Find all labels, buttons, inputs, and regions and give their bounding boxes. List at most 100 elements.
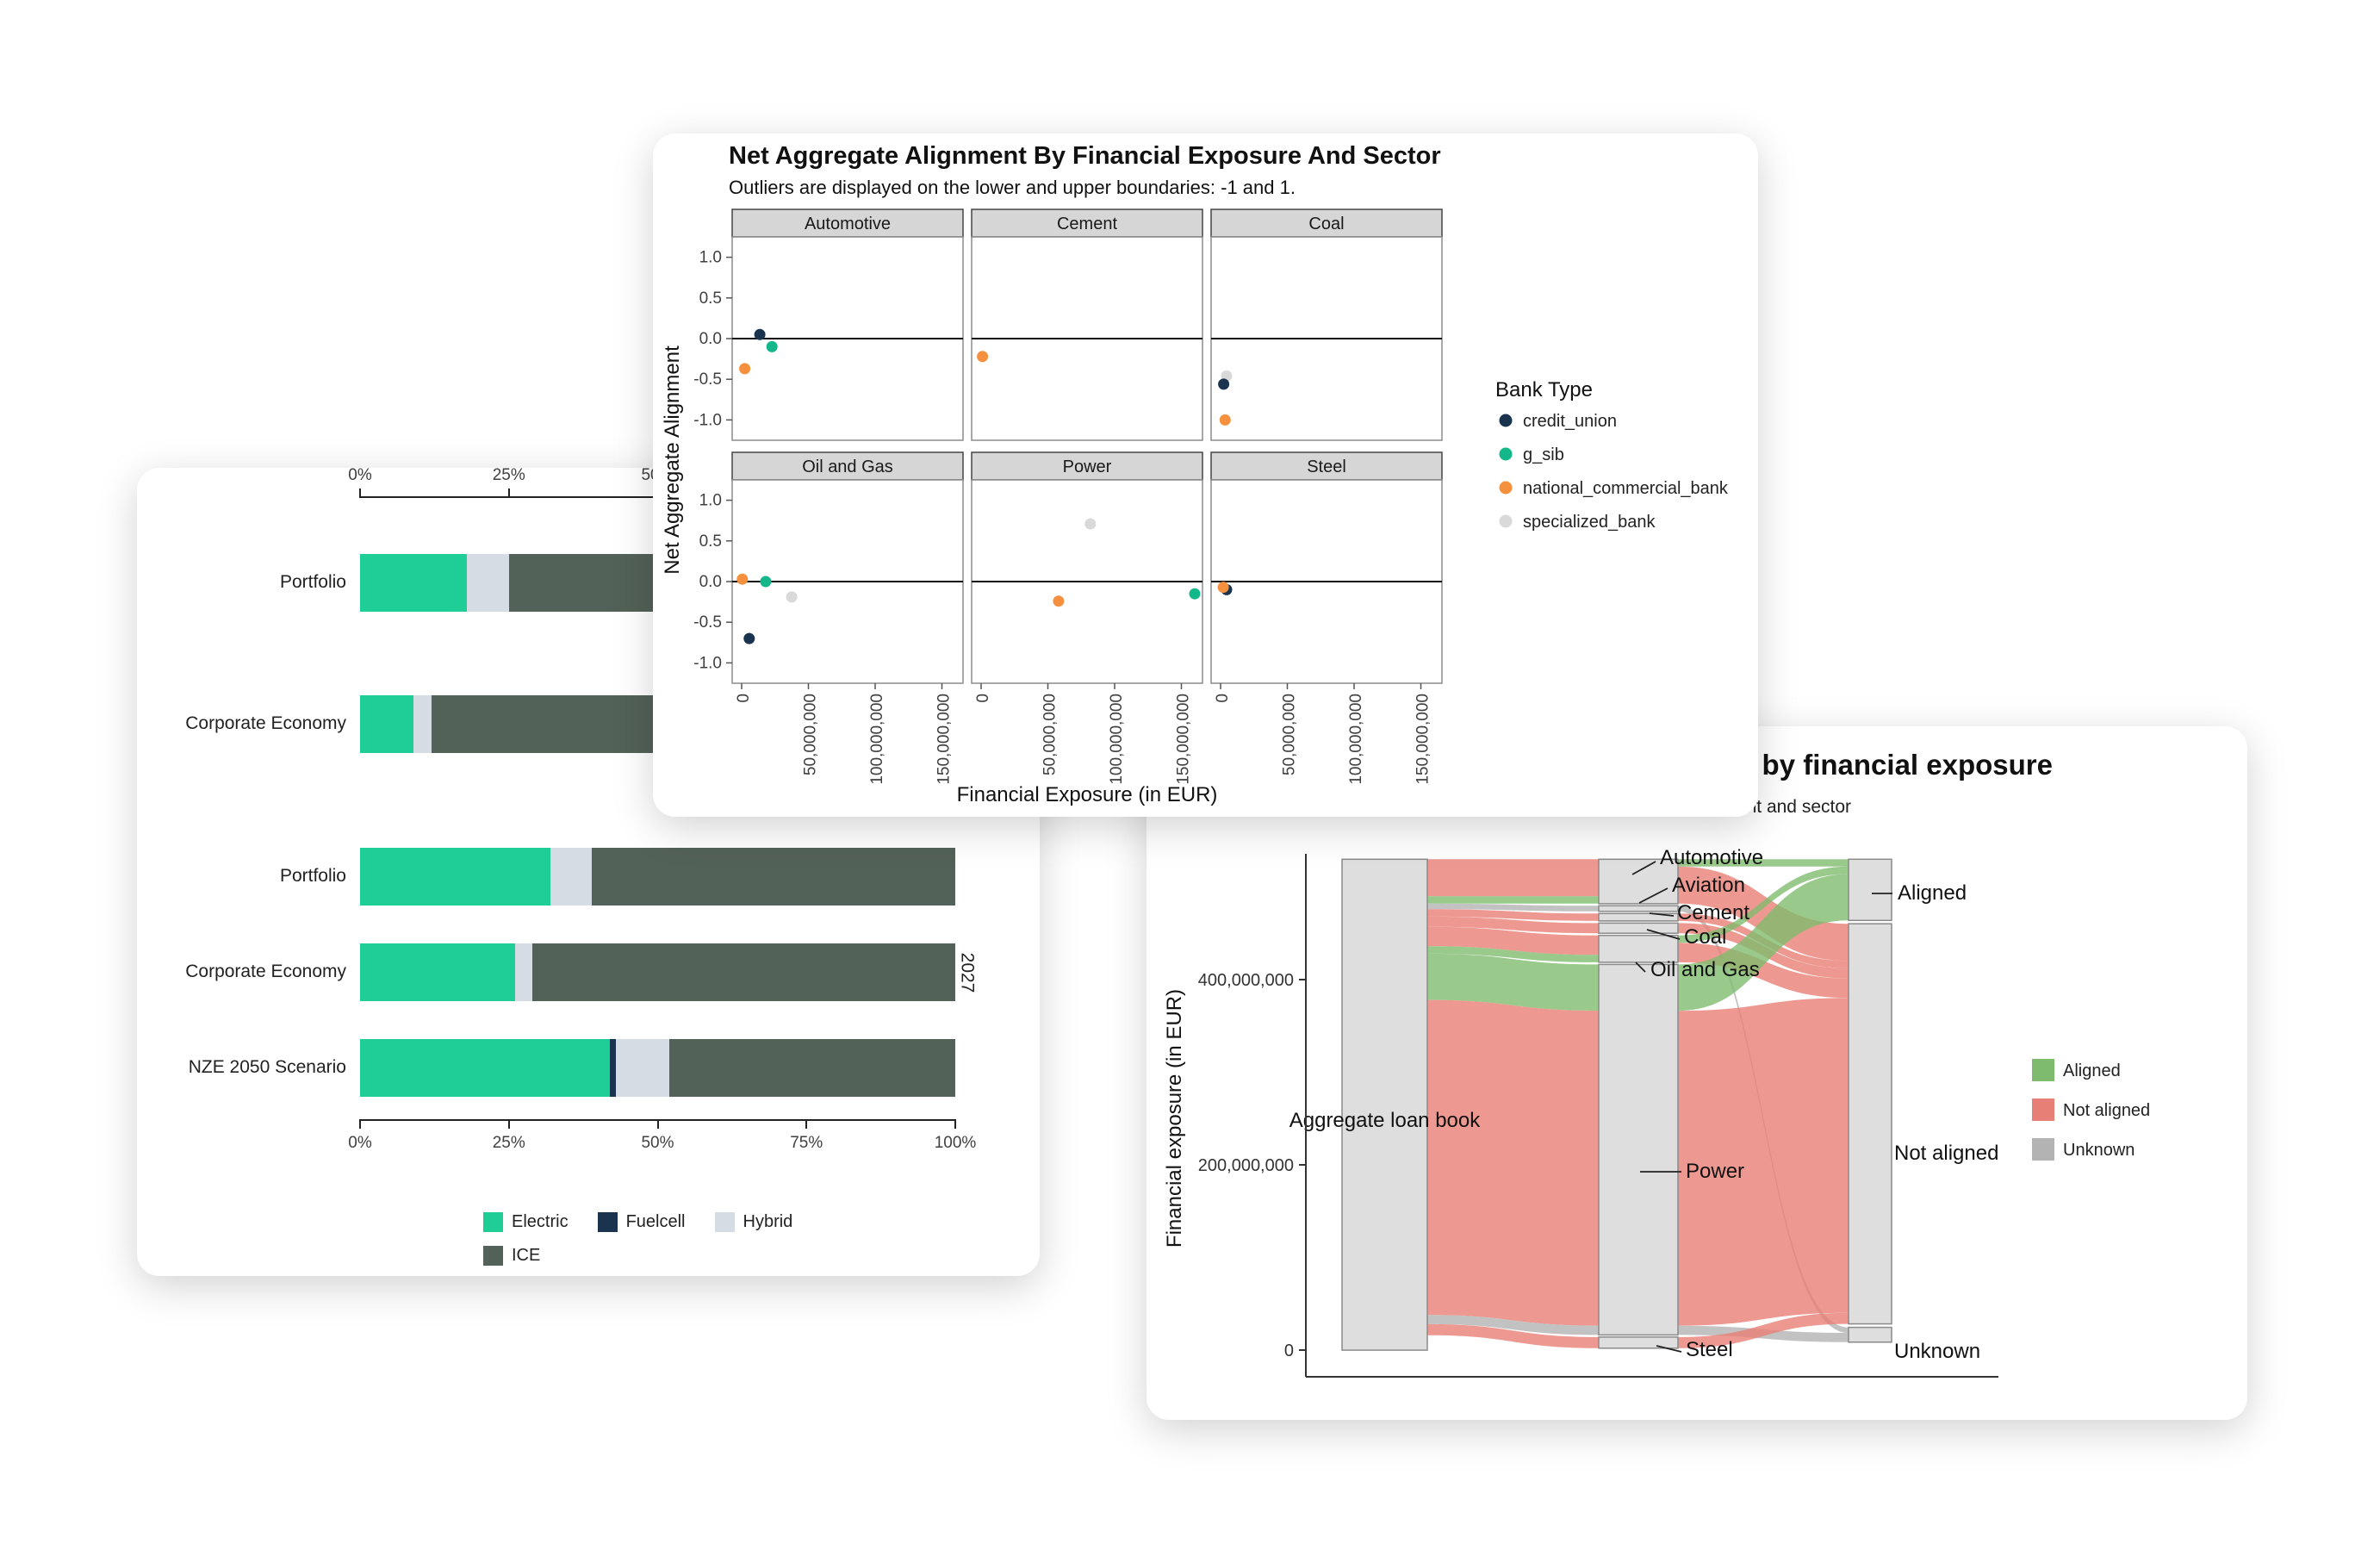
y-tick-label: 400,000,000 xyxy=(1198,971,1294,990)
scatter-point xyxy=(739,363,751,375)
x-tick xyxy=(954,1121,956,1129)
bar-category-label: Corporate Economy xyxy=(185,961,346,981)
x-tick-label: 100,000,000 xyxy=(1108,694,1126,785)
sankey-sector-label: Steel xyxy=(1686,1338,1733,1361)
sankey-node-sector xyxy=(1598,934,1679,963)
sankey-flow xyxy=(1678,998,1849,1326)
sankey-node-sector xyxy=(1598,963,1679,1336)
x-tick-label: 0 xyxy=(974,694,992,703)
legend-swatch xyxy=(1499,414,1513,427)
x-tick-label: 150,000,000 xyxy=(1175,694,1193,785)
facet-label: Coal xyxy=(1308,215,1344,233)
y-tick-label: -0.5 xyxy=(693,370,722,389)
x-tick-label: 50,000,000 xyxy=(1041,694,1060,775)
bar-segment-electric xyxy=(360,554,468,612)
sankey-node-alignment xyxy=(1848,858,1892,922)
facet-label: Power xyxy=(1063,457,1112,476)
sankey-node-sector xyxy=(1598,858,1679,905)
legend-swatch xyxy=(2032,1138,2054,1161)
sankey-flow xyxy=(1427,916,1599,934)
x-tick-label: 25% xyxy=(492,468,525,484)
stacked-bar xyxy=(360,848,955,906)
sankey-alignment-label: Not aligned xyxy=(1894,1142,1998,1165)
legend-label: national_commercial_bank xyxy=(1523,479,1729,498)
bar-segment-hybrid xyxy=(550,848,593,906)
scatter-point xyxy=(1218,378,1230,390)
sankey-node-sector xyxy=(1598,1336,1679,1349)
legend-swatch xyxy=(597,1212,618,1232)
sankey-flow xyxy=(1678,874,1849,1011)
sankey-flow xyxy=(1427,896,1599,904)
legend-label: Fuelcell xyxy=(625,1212,686,1231)
facet-label: Steel xyxy=(1307,457,1346,476)
sankey-flow xyxy=(1678,859,1849,867)
legend-item: Hybrid xyxy=(714,1212,793,1232)
scatter-point xyxy=(754,328,766,340)
legend-item: ICE xyxy=(483,1246,540,1266)
scatter-point xyxy=(977,351,989,363)
stacked-bar xyxy=(360,943,955,1001)
y-tick-label: -0.5 xyxy=(693,613,722,632)
legend-label: credit_union xyxy=(1523,412,1617,431)
x-tick-label: 0% xyxy=(348,1134,372,1152)
x-tick-label: 100,000,000 xyxy=(868,694,886,785)
x-tick-label: 150,000,000 xyxy=(935,694,954,785)
legend-label: Unknown xyxy=(2063,1141,2135,1160)
scatter-point xyxy=(736,573,749,585)
sankey-flow xyxy=(1427,859,1599,897)
sankey-flow xyxy=(1427,946,1599,962)
label-leader-line xyxy=(1649,912,1675,917)
stacked-bar xyxy=(360,1039,955,1097)
label-leader-line xyxy=(1631,861,1656,875)
legend-item: Fuelcell xyxy=(597,1212,686,1232)
sankey-flow xyxy=(1427,953,1599,1011)
y-tick-label: -1.0 xyxy=(693,654,722,672)
scatter-point xyxy=(1217,582,1229,594)
facet-strip xyxy=(1210,209,1443,238)
sankey-flow xyxy=(1427,999,1599,1326)
x-tick-label: 150,000,000 xyxy=(1414,694,1432,785)
y-tick-label: 0 xyxy=(1284,1341,1294,1360)
legend-label: Aligned xyxy=(2063,1061,2121,1080)
legend-label: Hybrid xyxy=(743,1212,793,1231)
sankey-flow xyxy=(1427,1315,1599,1335)
legend-swatch xyxy=(1499,514,1513,528)
bar-category-label: Portfolio xyxy=(279,571,346,592)
facet-label: Automotive xyxy=(805,215,891,233)
bar-segment-fuelcell xyxy=(610,1039,617,1097)
label-leader-line xyxy=(1656,1345,1682,1353)
sankey-sector-label: Automotive xyxy=(1660,846,1763,869)
bar-segment-hybrid xyxy=(467,554,509,612)
y-tick-label: -1.0 xyxy=(693,411,722,429)
bar-category-label: Corporate Economy xyxy=(185,713,346,733)
scatter-point xyxy=(760,576,772,588)
legend-label: ICE xyxy=(512,1246,541,1265)
label-leader-line xyxy=(1638,887,1668,904)
facet-strip xyxy=(731,451,964,481)
facet-strip xyxy=(731,209,964,238)
sankey-sector-label: Coal xyxy=(1684,925,1726,949)
bar-segment-ice xyxy=(592,848,955,906)
legend-label: specialized_bank xyxy=(1523,513,1656,532)
sankey-sector-label: Oil and Gas xyxy=(1650,958,1760,981)
bar-category-label: NZE 2050 Scenario xyxy=(188,1056,346,1077)
legend-swatch xyxy=(714,1212,735,1232)
x-tick-label: 0 xyxy=(735,694,753,703)
sankey-node-sector xyxy=(1598,912,1679,922)
y-tick-label: 0.5 xyxy=(699,289,722,308)
label-leader-line xyxy=(1635,962,1646,973)
label-leader-line xyxy=(1646,929,1681,940)
y-tick-label: 200,000,000 xyxy=(1198,1156,1294,1175)
scatter-point xyxy=(786,591,798,603)
group-year-label: 2027 xyxy=(957,952,978,993)
x-tick-label: 50% xyxy=(641,1134,674,1152)
x-axis-bottom xyxy=(359,1119,956,1121)
legend-item: Electric xyxy=(483,1212,569,1232)
y-axis-label: Financial exposure (in EUR) xyxy=(1163,989,1186,1248)
x-tick-label: 0% xyxy=(348,468,372,484)
bar-category-label: Portfolio xyxy=(279,865,346,886)
bar-segment-electric xyxy=(360,848,551,906)
sankey-diagram: Aggregate loan book0200,000,000400,000,0… xyxy=(1163,846,2150,1378)
